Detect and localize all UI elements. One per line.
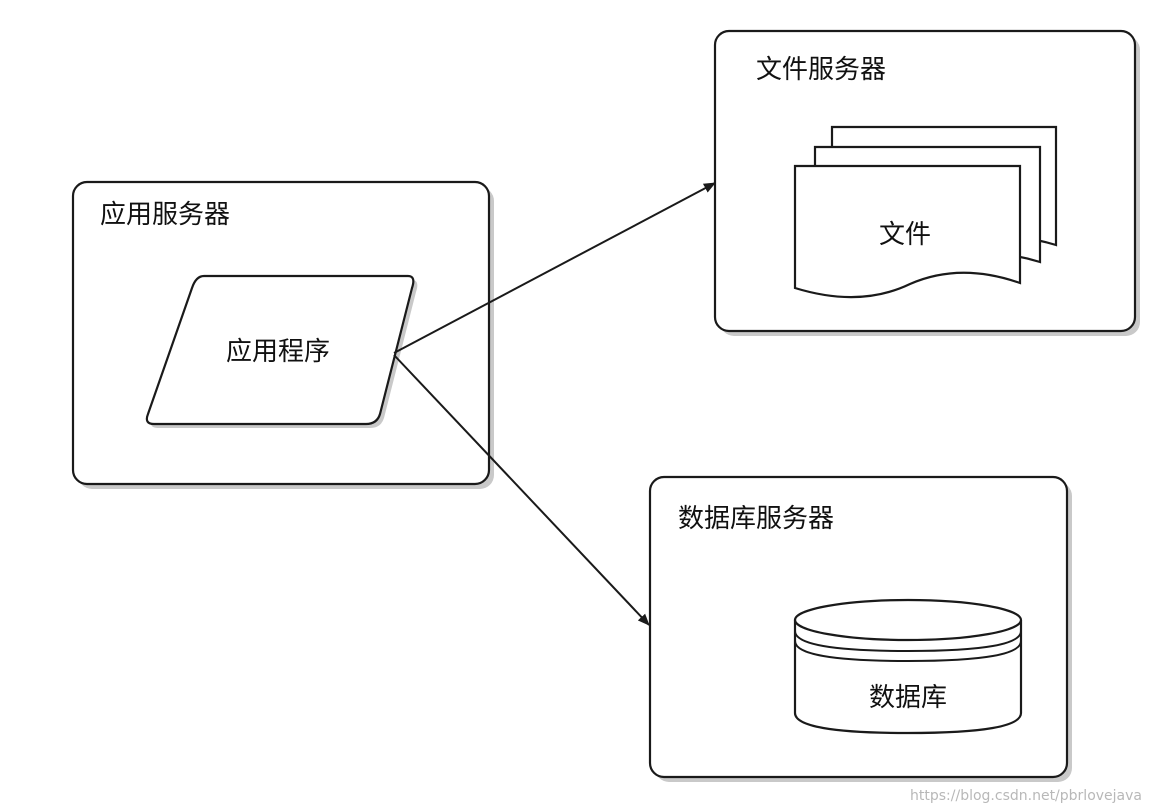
app-program-shape: 应用程序	[145, 274, 418, 428]
arrow-to-file-server	[393, 182, 716, 354]
file-stack-icon: 文件	[793, 125, 1058, 299]
watermark-text: https://blog.csdn.net/pbrlovejava	[910, 788, 1142, 804]
db-server-title: 数据库服务器	[678, 504, 834, 534]
app-program-label: 应用程序	[226, 337, 330, 367]
file-server-title: 文件服务器	[756, 55, 886, 85]
database-label: 数据库	[869, 683, 947, 713]
database-cylinder-icon: 数据库	[793, 598, 1023, 735]
arrow-to-db-server	[393, 354, 650, 626]
app-server-title: 应用服务器	[100, 200, 230, 230]
file-label: 文件	[879, 220, 931, 250]
